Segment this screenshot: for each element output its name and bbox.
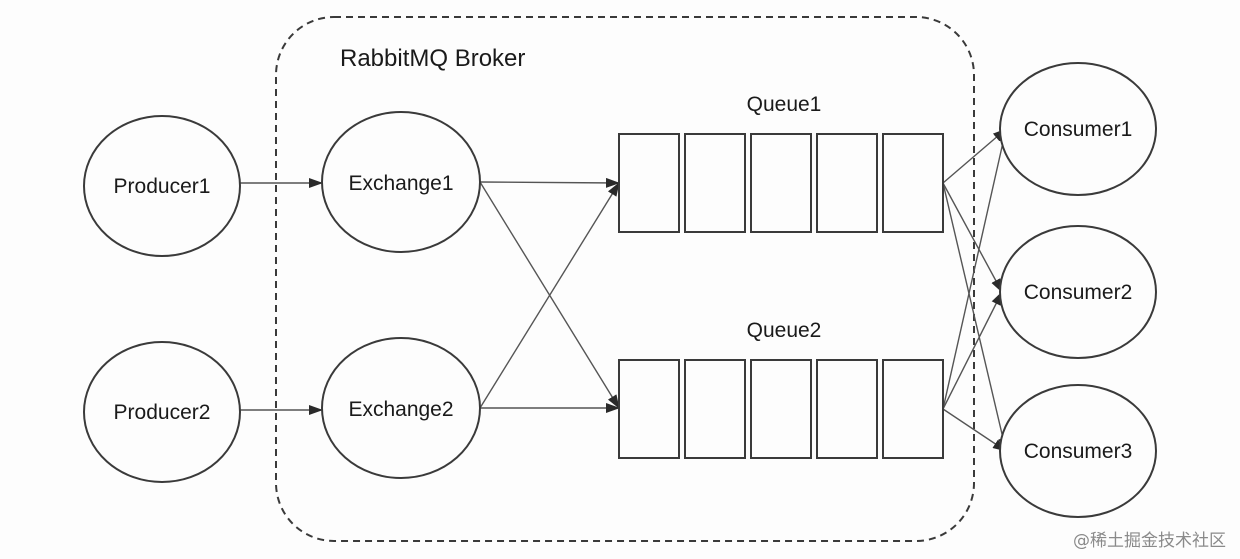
consumer-1-label: Consumer1 <box>1024 118 1133 141</box>
q2-slot-5 <box>882 359 944 459</box>
edge-q2-c3 <box>942 408 1007 452</box>
edge-q2-c1 <box>942 128 1009 410</box>
q1-slot-5 <box>882 133 944 233</box>
edge-q1-c3 <box>942 182 1008 452</box>
q1-slot-3 <box>750 133 812 233</box>
edge-e1-q1 <box>479 177 620 188</box>
queue-1 <box>618 133 944 233</box>
exchange-2-label: Exchange2 <box>348 398 453 421</box>
consumer-node-3: Consumer3 <box>999 384 1157 518</box>
q1-slot-1 <box>618 133 680 233</box>
edge-q1-c1 <box>942 128 1007 184</box>
q1-slot-2 <box>684 133 746 233</box>
producer-1-label: Producer1 <box>114 175 211 198</box>
q1-slot-4 <box>816 133 878 233</box>
q2-slot-4 <box>816 359 878 459</box>
queue-2-label: Queue2 <box>747 319 822 342</box>
exchange-1-label: Exchange1 <box>348 172 453 195</box>
producer-node-1: Producer1 <box>83 115 241 257</box>
edge-e2-q1 <box>479 182 620 409</box>
consumer-node-2: Consumer2 <box>999 225 1157 359</box>
producer-2-label: Producer2 <box>114 401 211 424</box>
q2-slot-3 <box>750 359 812 459</box>
edges <box>240 128 1009 452</box>
broker-label: RabbitMQ Broker <box>340 45 525 72</box>
edge-q1-c2 <box>942 182 1003 293</box>
queue-2 <box>618 359 944 459</box>
queue-1-label: Queue1 <box>747 93 822 116</box>
consumer-3-label: Consumer3 <box>1024 440 1133 463</box>
q2-slot-1 <box>618 359 680 459</box>
watermark: @稀土掘金技术社区 <box>1073 531 1226 551</box>
consumer-2-label: Consumer2 <box>1024 281 1133 304</box>
exchange-node-1: Exchange1 <box>321 111 481 253</box>
consumer-node-1: Consumer1 <box>999 62 1157 196</box>
exchange-node-2: Exchange2 <box>321 337 481 479</box>
q2-slot-2 <box>684 359 746 459</box>
producer-node-2: Producer2 <box>83 341 241 483</box>
edge-q2-c2 <box>942 291 1003 410</box>
broker-boundary <box>275 16 975 542</box>
